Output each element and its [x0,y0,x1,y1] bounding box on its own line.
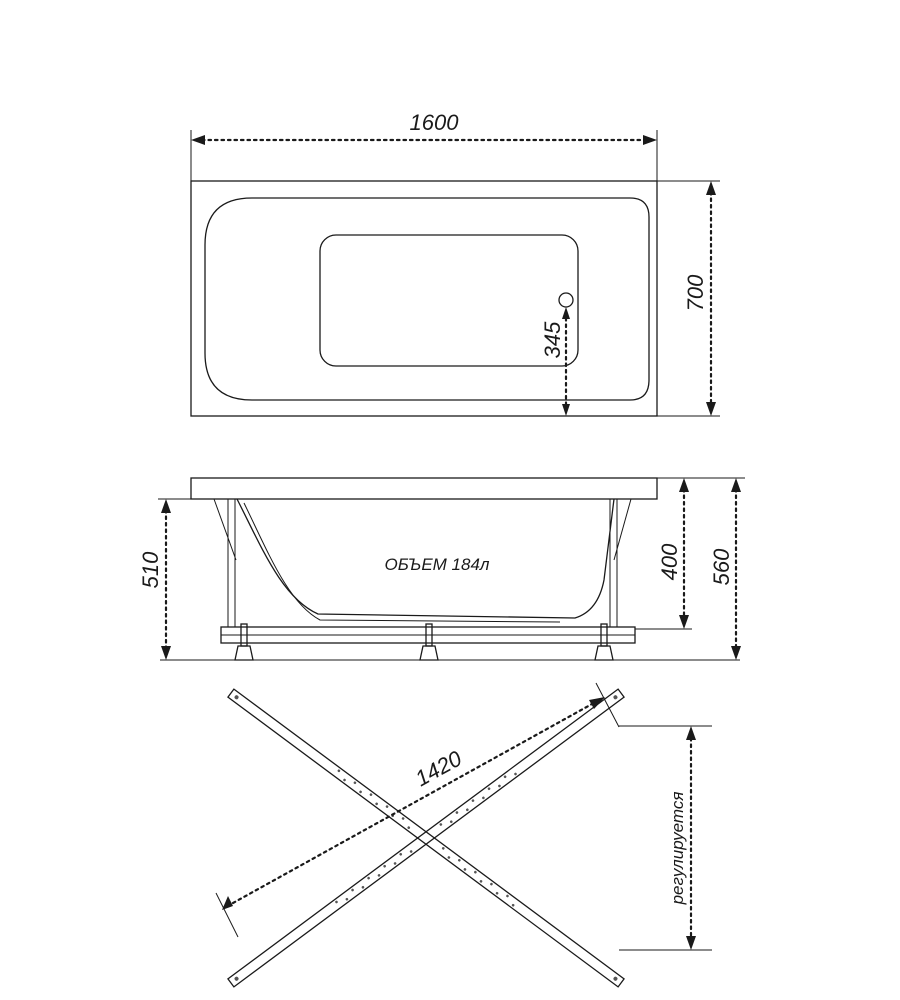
frame-view: 1420 регулируется [215,682,712,988]
arrow-down-left-icon [222,896,233,910]
arrow-right-icon [643,135,657,145]
length-label: 1600 [410,110,460,135]
bar-a-holes [337,769,515,907]
cross-bar-a [227,688,625,988]
drain-icon [558,292,574,308]
tub-bowl-profile-inner [243,502,561,623]
arrow-down-icon [706,402,716,416]
arrow-down-icon [686,936,696,950]
drain-offset-label: 345 [540,321,565,358]
arrow-down-icon [161,646,171,660]
height-total-label: 510 [138,551,163,588]
bar-b-holes [335,772,517,904]
arrow-down-icon [679,615,689,629]
bowl-depth-label: 400 [657,543,682,580]
foot-middle [419,623,439,661]
diagonal-ext-top [595,682,620,728]
arrow-up-icon [706,181,716,195]
volume-label: ОБЪЕМ 184л [384,555,489,574]
tub-rim-outline [190,180,658,417]
foot-right [594,623,614,661]
arrow-up-icon [731,478,741,492]
adjustable-label: регулируется [668,792,687,906]
diagonal-label: 1420 [411,745,467,791]
arrow-up-icon [686,726,696,740]
arrow-down-icon [562,404,570,416]
right-brace [613,498,632,561]
side-view: 510 400 560 ОБЪЕМ 184л [138,477,745,661]
arrow-up-icon [679,478,689,492]
diagonal-dimension-line [231,702,594,905]
tub-rim-side [190,477,658,500]
left-brace [213,498,237,561]
arrow-up-icon [562,307,570,319]
width-label: 700 [683,274,708,311]
tub-bottom-flat [319,234,579,367]
arrow-up-icon [161,499,171,513]
cross-bar-b [227,688,625,988]
left-support-post [227,498,236,628]
tub-inner-bowl [204,197,650,401]
foot-left [234,623,254,661]
arrow-left-icon [191,135,205,145]
top-view: 1600 700 345 [190,110,720,417]
arrow-down-icon [731,646,741,660]
tub-bowl-profile [236,498,615,619]
height-with-legs-label: 560 [709,548,734,585]
diagonal-ext-bottom [215,892,239,938]
arrow-up-right-icon [589,697,605,709]
